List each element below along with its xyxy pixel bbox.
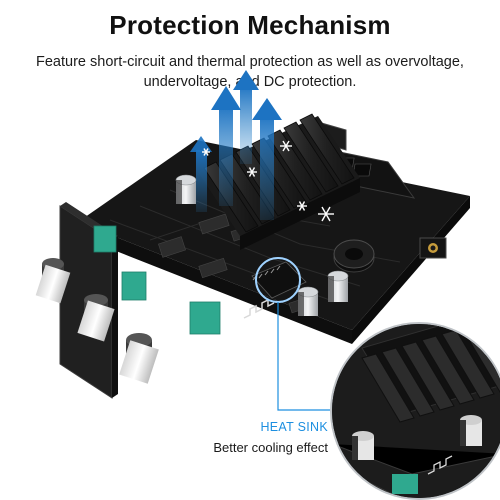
treble-knob (77, 294, 115, 342)
potentiometer (121, 271, 147, 301)
bass-knob (119, 333, 159, 384)
capacitor (297, 286, 319, 316)
feature-description: Feature short-circuit and thermal protec… (36, 54, 464, 90)
pcb-board (78, 121, 470, 344)
volume-knob (35, 258, 71, 304)
potentiometer (189, 301, 221, 335)
heat-sink-zoom-view (330, 322, 500, 500)
upward-arrow-icon (233, 70, 259, 164)
callout-leader-line (277, 302, 330, 411)
page-title: Protection Mechanism (109, 10, 391, 40)
upward-arrow-icon (190, 136, 212, 212)
capacitor (175, 174, 197, 204)
heat-sink-label: HEAT SINK (260, 420, 328, 434)
snowflake-icon (247, 167, 257, 177)
snowflake-icon (202, 148, 210, 156)
potentiometer (93, 225, 117, 253)
heat-sink-caption: Better cooling effect (213, 440, 328, 455)
snowflake-icon (318, 206, 334, 222)
capacitor (327, 270, 349, 302)
inductor (333, 239, 375, 273)
snowflake-icon (280, 140, 292, 152)
snowflake-icon (297, 201, 307, 211)
audio-jack (419, 237, 447, 259)
upward-arrow-icon (211, 86, 241, 206)
bluetooth-antenna-icon (243, 298, 275, 319)
upward-arrow-icon (252, 98, 282, 220)
ic-chip (251, 261, 307, 299)
